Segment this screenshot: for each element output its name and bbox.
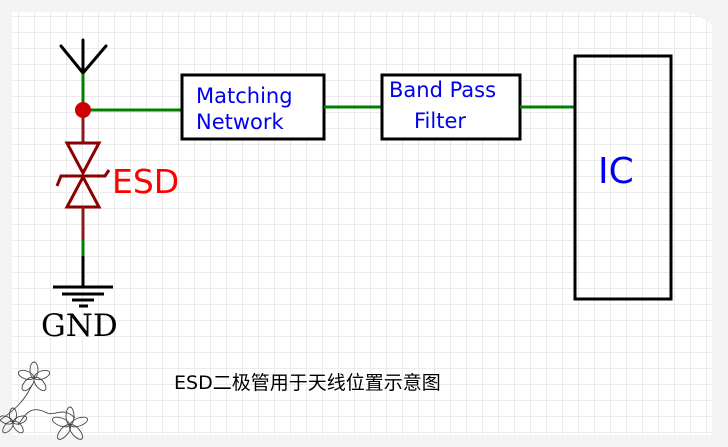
ic-block[interactable]: [573, 54, 673, 301]
gnd-label: GND: [41, 308, 118, 344]
diagram-caption: ESD二极管用于天线位置示意图: [174, 372, 441, 394]
band-pass-filter-label-line1: Band Pass: [389, 78, 497, 102]
page-margin: [712, 0, 728, 435]
junction-dot: [75, 102, 91, 118]
band-pass-filter-block[interactable]: [380, 73, 522, 141]
ic-label: IC: [598, 151, 634, 192]
diagram-canvas: [12, 12, 728, 435]
esd-diode-icon: [55, 141, 111, 209]
ground-icon: [53, 285, 113, 308]
antenna-icon: [59, 38, 108, 76]
matching-network-label-line2: Network: [196, 110, 284, 134]
esd-label: ESD: [112, 162, 180, 201]
matching-network-label-line1: Matching: [196, 84, 293, 108]
band-pass-filter-label-line2: Filter: [414, 109, 467, 133]
flower-decoration-icon: [0, 361, 89, 440]
